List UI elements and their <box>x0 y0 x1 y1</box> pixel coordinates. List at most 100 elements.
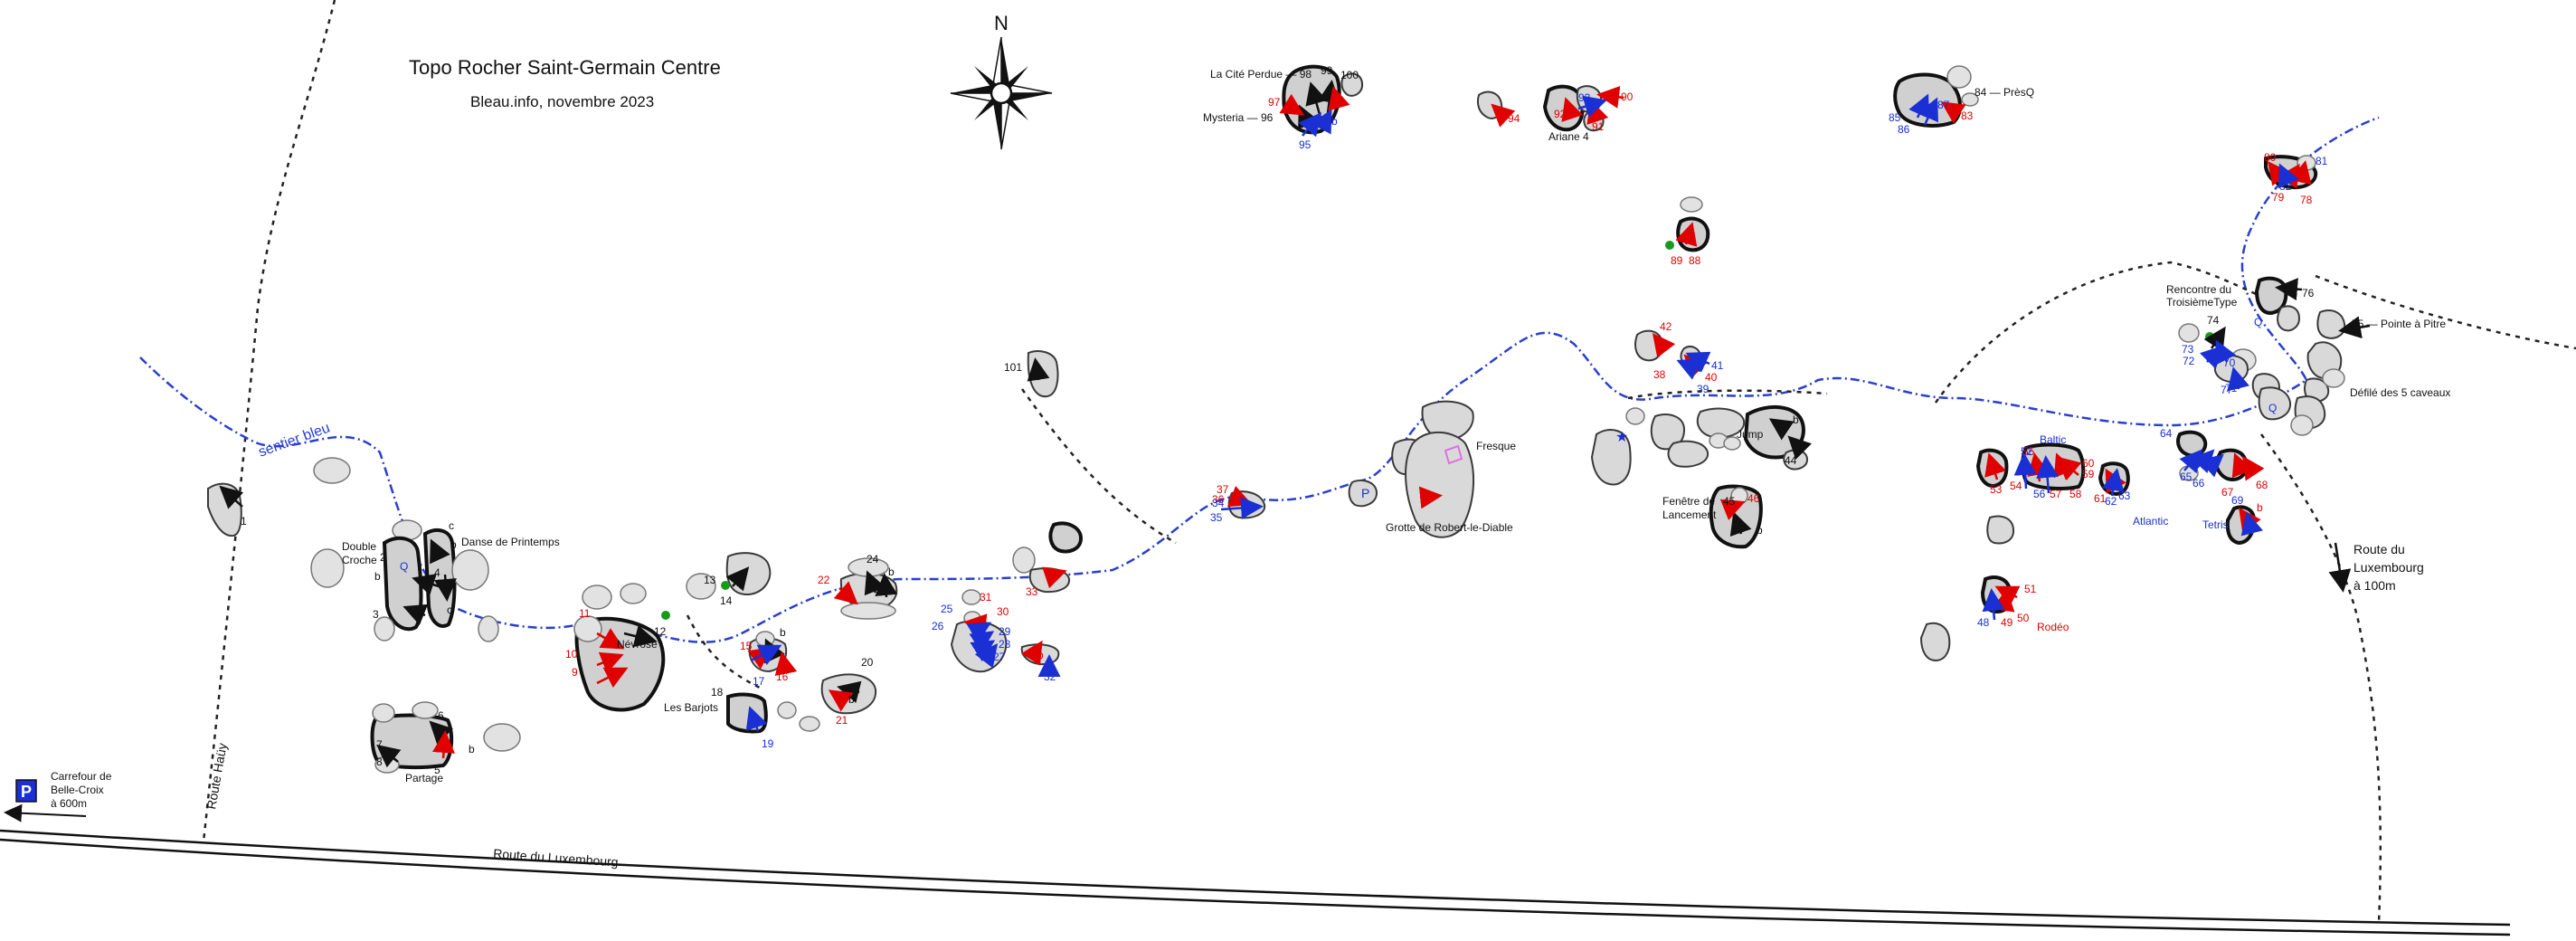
route-number-label: 34 <box>1212 497 1225 509</box>
route-arrow-blue <box>974 643 999 669</box>
blue-star-icon: ★ <box>1615 428 1628 445</box>
place-label-ariane: Ariane 4 <box>1548 130 1589 143</box>
route-number-label: 8 <box>376 756 383 768</box>
place-label-baltic: Baltic <box>2040 433 2066 446</box>
route-number-label: 40 <box>1705 371 1718 384</box>
route-number-label: 63 <box>2118 490 2131 502</box>
route-arrow-red <box>1596 85 1624 109</box>
road-hauy-path <box>202 0 336 842</box>
road-luxembourg-upper <box>0 829 2511 927</box>
route-number-label: Q <box>2268 402 2277 414</box>
route-arrow-blue <box>1577 95 1607 118</box>
boulder <box>582 585 612 610</box>
route-arrow-red <box>596 651 624 674</box>
route-number-label: 50 <box>2017 612 2030 624</box>
route-number-label: b <box>2257 501 2263 514</box>
route-number-label: 56 <box>2033 488 2046 500</box>
place-label-mysteria: Mysteria — 96 <box>1203 111 1274 124</box>
route-numbers: 1 2 3 4 5 6 7 8 12 13 14 18 20 24 44 45 … <box>241 64 2328 776</box>
boulder <box>374 616 395 642</box>
route-number-label: 101 <box>1004 361 1022 374</box>
route-number-label: 58 <box>2069 488 2082 500</box>
route-number-label: 59 <box>2082 468 2095 480</box>
place-label-double-croche: Croche <box>342 554 377 566</box>
route-arrow-blue <box>1918 97 1938 126</box>
route-number-label: 81 <box>2316 155 2328 167</box>
boulder <box>313 457 351 484</box>
boulder <box>573 615 602 642</box>
route-number-label: b <box>780 626 786 639</box>
route-number-label: 41 <box>1711 359 1724 372</box>
route-number-label: 71 <box>2225 382 2238 394</box>
route-number-label: 9 <box>572 666 578 679</box>
route-number-label: 20 <box>861 656 874 669</box>
route-number-label: 22 <box>818 574 830 586</box>
place-label-pointe: 75 — Pointe à Pitre <box>2352 318 2446 330</box>
route-arrow-red <box>2231 452 2254 479</box>
place-label-presq: 84 — PrèsQ <box>1975 86 2034 99</box>
route-arrow-black <box>864 570 886 596</box>
route-arrow-red <box>1675 222 1698 247</box>
place-label-partage: Partage <box>405 772 443 784</box>
place-label-grotte: Grotte de Robert-le-Diable <box>1386 521 1513 534</box>
route-arrow-red <box>596 628 625 650</box>
boulder <box>961 589 981 605</box>
roads: Route du Luxembourg Route Haüy Route du … <box>0 0 2511 936</box>
dotted-path-4 <box>2315 274 2576 350</box>
route-arrow-red <box>596 667 629 689</box>
route-number-label: 32 <box>1044 670 1056 683</box>
route-number-label: 17 <box>753 675 765 688</box>
route-arrow-black <box>875 573 898 598</box>
route-number-label: 66 <box>2192 477 2205 490</box>
route-number-label: 45 <box>1723 495 1736 508</box>
route-arrow-red <box>828 689 854 712</box>
route-arrow-blue <box>2227 366 2249 392</box>
route-number-label: 44 <box>1785 454 1797 467</box>
route-arrows <box>219 80 2371 768</box>
boulder <box>799 716 820 732</box>
place-label-atlantic: Atlantic <box>2133 515 2168 528</box>
route-arrow-black <box>402 604 429 626</box>
boulder <box>2213 448 2249 482</box>
route-number-label: b <box>1331 115 1338 128</box>
route-arrow-blue <box>2013 452 2037 490</box>
route-number-label: 76 <box>2302 287 2315 299</box>
route-number-label: 48 <box>1977 616 1990 629</box>
green-dot-icon <box>721 581 730 590</box>
cave-parking-icon: P <box>1361 486 1369 500</box>
boulder <box>310 548 345 588</box>
parking-label-1: Carrefour de <box>51 770 112 783</box>
green-dot-icon <box>661 611 670 620</box>
boulder <box>372 703 395 723</box>
boulder <box>1986 515 2015 545</box>
route-number-label: 39 <box>1697 383 1709 395</box>
svg-text:Route du: Route du <box>2353 542 2405 556</box>
boulder <box>1667 440 1709 468</box>
route-arrow-black <box>1768 418 1795 441</box>
boulder <box>1919 622 1951 662</box>
route-arrow-black <box>430 538 450 565</box>
route-arrow-red <box>2289 160 2312 185</box>
route-arrow-blue <box>2240 511 2263 537</box>
route-arrow-black <box>1787 435 1812 460</box>
route-arrow-black <box>219 485 244 509</box>
route-number-label: 2 <box>380 551 386 564</box>
page-title: Topo Rocher Saint-Germain Centre <box>409 56 721 79</box>
boulder <box>1227 490 1266 519</box>
route-number-label: 10 <box>565 648 578 661</box>
route-number-label: 14 <box>720 594 733 607</box>
route-number-label: 77 <box>2221 384 2233 396</box>
dotted-path-2 <box>1627 389 1828 400</box>
place-label-jump: Jump <box>1737 428 1764 441</box>
route-number-label: 99 <box>1321 64 1333 77</box>
route-number-label: 29 <box>999 625 1011 638</box>
route-number-label: 60 <box>2082 457 2095 470</box>
page-subtitle: Bleau.info, novembre 2023 <box>470 93 654 110</box>
route-number-label: 28 <box>999 638 1011 651</box>
boulder <box>2277 305 2301 332</box>
parking-arrow <box>4 803 87 822</box>
route-number-label: b <box>450 538 457 551</box>
boulder <box>1590 429 1632 486</box>
route-arrow-blue <box>2036 455 2060 494</box>
